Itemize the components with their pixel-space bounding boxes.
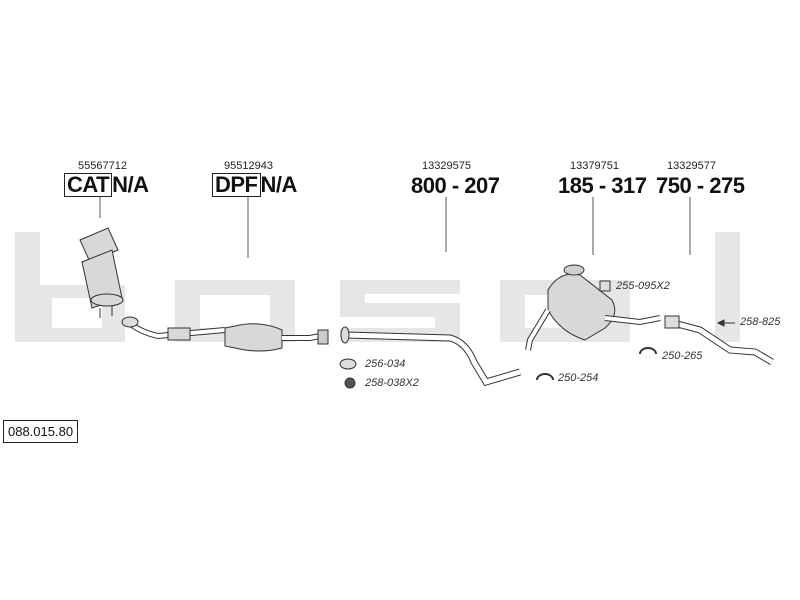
rubber-mount-icon [599, 280, 611, 292]
tail-sleeve-label: 258-825 [740, 316, 781, 328]
clamp-1-label: 250-254 [558, 372, 599, 384]
middle-silencer-part-number: 185 - 317 [558, 173, 647, 198]
front-pipe-ref-number: 13329575 [422, 160, 471, 172]
front-pipe-part-number: 800 - 207 [411, 173, 500, 198]
rear-pipe-drawing [664, 315, 774, 366]
dpf-ref-number: 95512943 [224, 160, 273, 172]
rubber-mount-label: 255-095X2 [616, 280, 670, 292]
dpf-prefix: DPF [212, 173, 261, 197]
middle-silencer-ref-number: 13379751 [570, 160, 619, 172]
accessory-icons [339, 280, 735, 389]
middle-silencer-drawing [525, 264, 661, 351]
rear-pipe-part-number: 750 - 275 [656, 173, 745, 198]
dpf-value: N/A [260, 172, 298, 197]
nut-label: 258-038X2 [365, 377, 419, 389]
front-pipe-dpf-drawing [121, 316, 329, 352]
cat-value: N/A [112, 172, 149, 197]
diagram-code-box: 088.015.80 [3, 420, 79, 443]
mid-pipe-drawing [340, 326, 521, 387]
clamp-icon [639, 347, 657, 355]
catalytic-converter-drawing [79, 227, 124, 318]
clamp-icon [536, 373, 554, 381]
gasket-icon [339, 358, 357, 370]
clamp-2-label: 250-265 [662, 350, 703, 362]
nut-icon [344, 377, 356, 389]
rear-pipe-ref-number: 13329577 [667, 160, 716, 172]
cat-ref-number: 55567712 [78, 160, 127, 172]
gasket-label: 256-034 [365, 358, 406, 370]
leader-lines [99, 197, 691, 258]
cat-prefix: CAT [64, 173, 113, 197]
